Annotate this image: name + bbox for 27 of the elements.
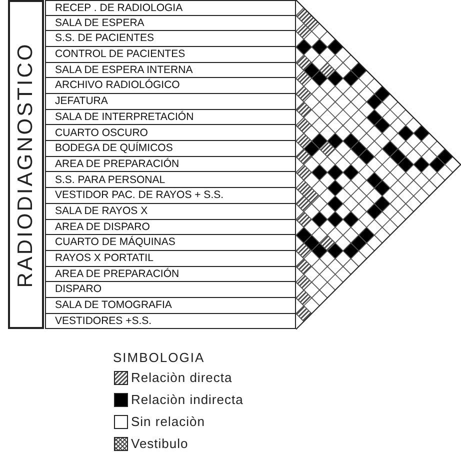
room-name: SALA DE ESPERA [55,18,144,28]
room-name: BODEGA DE QUÍMICOS [55,143,173,154]
room-name: SALA DE ESPERA INTERNA [55,64,193,76]
section-title: RADIODIAGNOSTICO [14,42,38,288]
room-name: VESTIDORES +S.S. [55,316,152,326]
legend-label: Relaciòn directa [131,370,232,385]
room-name: SALA DE TOMOGRAFIA [55,300,172,310]
room-name: VESTIDOR PAC. DE RAYOS + S.S. [55,190,224,201]
room-name: JEFATURA [55,96,108,107]
room-name: RAYOS X PORTATIL [55,252,154,264]
room-name: AREA DE PREPARACIÓN [55,268,180,280]
legend-label: Relaciòn indirecta [131,392,244,407]
room-name: DISPARO [55,284,102,295]
room-name: CUARTO DE MÁQUINAS [55,237,176,248]
room-name: CUARTO OSCURO [55,128,148,138]
room-name: ARCHIVO RADIOLÓGICO [55,80,180,91]
room-name: AREA DE PREPARACIÓN [55,158,180,170]
room-name: RECEP . DE RADIOLOGIA [55,2,183,14]
room-name: CONTROL DE PACIENTES [55,49,186,60]
room-name: SALA DE RAYOS X [55,206,148,216]
room-name: AREA DE DISPARO [55,222,150,232]
legend-label: Sin relaciòn [131,414,205,429]
room-name: S.S. PARA PERSONAL [55,174,166,186]
room-name: S.S. DE PACIENTES [55,33,154,44]
room-name: SALA DE INTERPRETACIÓN [55,112,194,122]
legend-label: Vestibulo [131,436,188,451]
legend-title: SIMBOLOGIA [113,350,205,365]
